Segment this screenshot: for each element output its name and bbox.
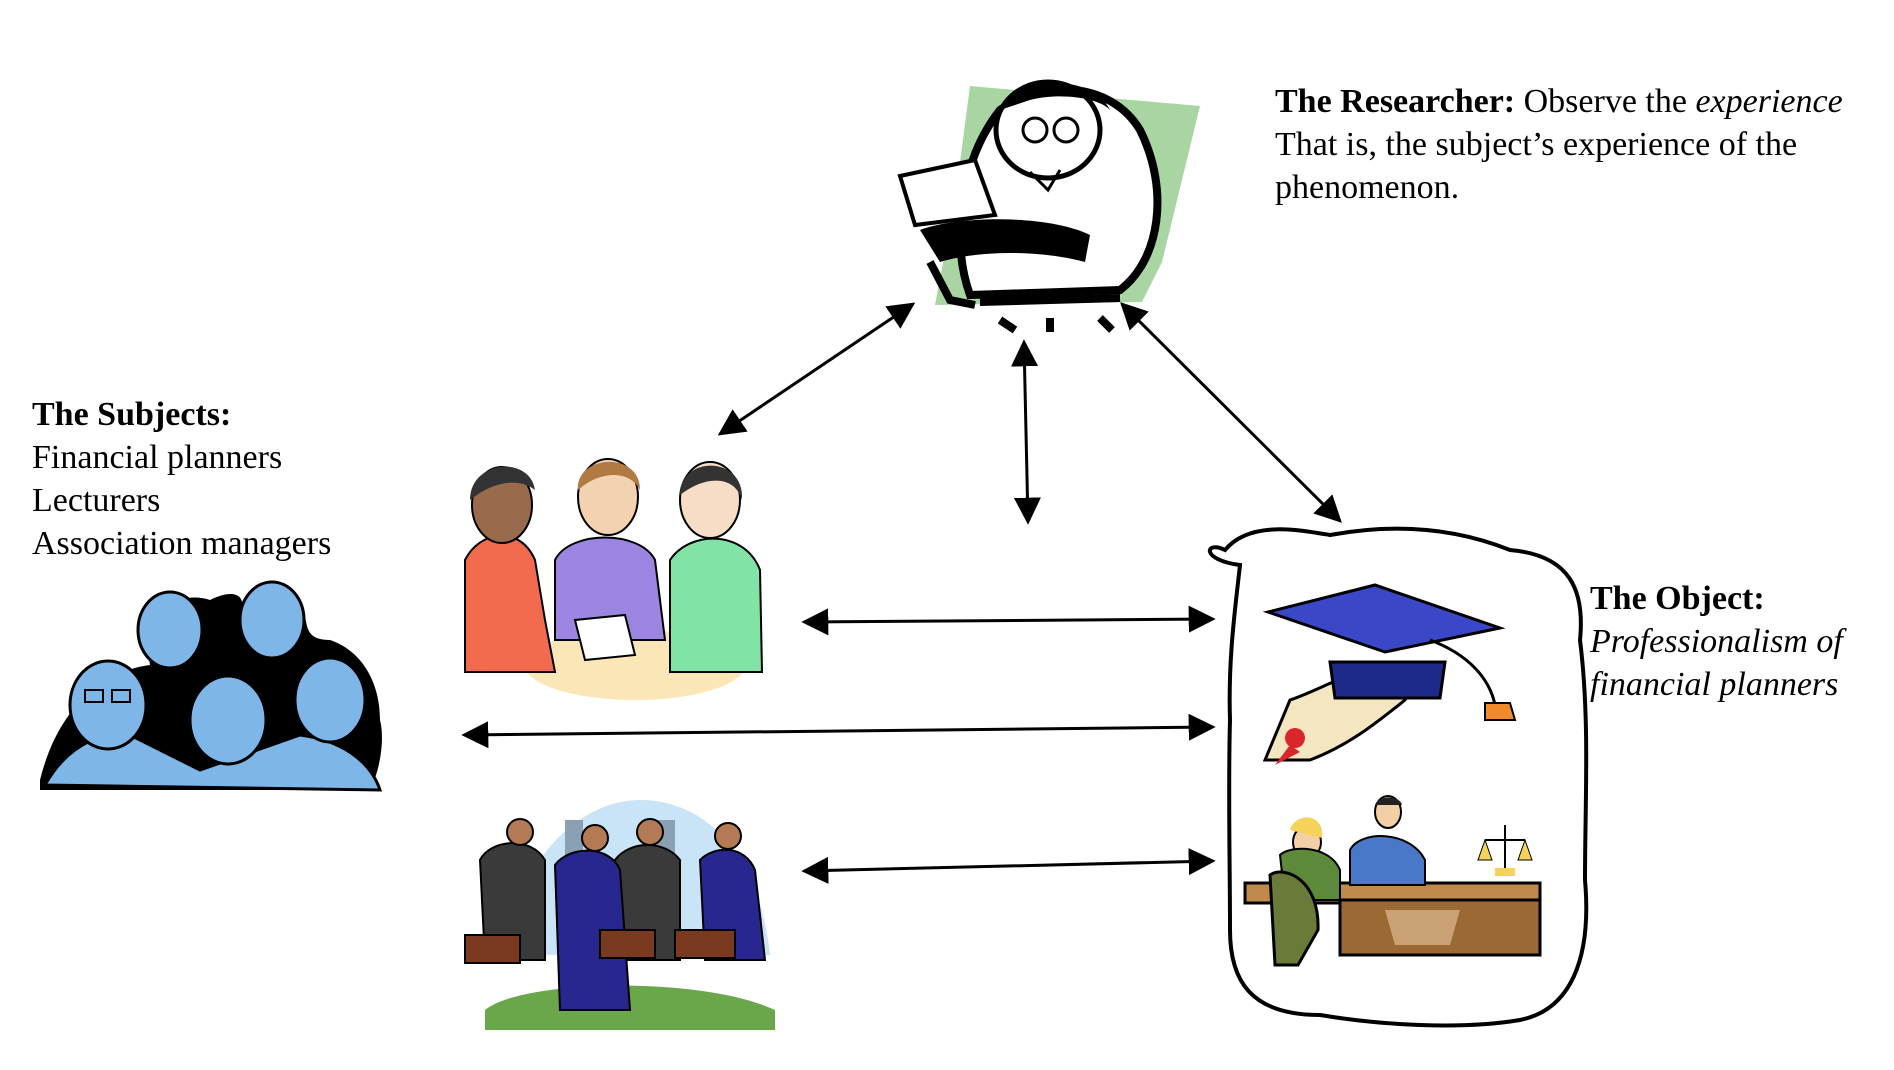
researcher-line-2: That is, the subject’s experience of the bbox=[1275, 126, 1798, 163]
researcher-heading: The Researcher: bbox=[1275, 83, 1516, 120]
arrow-subjects-object bbox=[461, 713, 1216, 749]
arrow-researcher-center bbox=[1011, 339, 1041, 525]
psychologist-notepad-icon bbox=[897, 79, 1200, 334]
graduation-cap-diploma-icon bbox=[1262, 583, 1517, 765]
subjects-item: Association managers bbox=[32, 525, 332, 562]
researcher-line-3: phenomenon. bbox=[1275, 169, 1460, 206]
subjects-item: Financial planners bbox=[32, 439, 283, 476]
object-description: The Object: Professionalism of financial… bbox=[1590, 577, 1843, 706]
subjects-item: Lecturers bbox=[32, 482, 161, 519]
researcher-line-1: The Researcher: Observe the experience bbox=[1275, 80, 1843, 123]
researcher-description: The Researcher: Observe the experience T… bbox=[1275, 80, 1843, 209]
arrow-professionals-object bbox=[801, 848, 1216, 884]
subjects-heading: The Subjects: bbox=[32, 396, 232, 433]
researcher-experience-word: experience bbox=[1695, 83, 1843, 120]
subjects-description: The Subjects: Financial planners Lecture… bbox=[32, 393, 331, 565]
financial-advisor-desk-icon bbox=[1243, 795, 1542, 967]
arrow-researcher-meeting bbox=[717, 302, 916, 436]
group-of-people-icon bbox=[40, 580, 383, 792]
three-women-meeting-icon bbox=[464, 458, 764, 700]
object-line-2: financial planners bbox=[1590, 666, 1839, 703]
arrow-researcher-object bbox=[1120, 302, 1342, 523]
researcher-line-1-text: Observe the bbox=[1523, 83, 1696, 120]
arrows bbox=[461, 302, 1342, 884]
arrow-meeting-object bbox=[801, 605, 1216, 636]
object-heading: The Object: bbox=[1590, 580, 1765, 617]
business-people-walking-icon bbox=[464, 800, 775, 1030]
object-line-1: Professionalism of bbox=[1590, 623, 1843, 660]
